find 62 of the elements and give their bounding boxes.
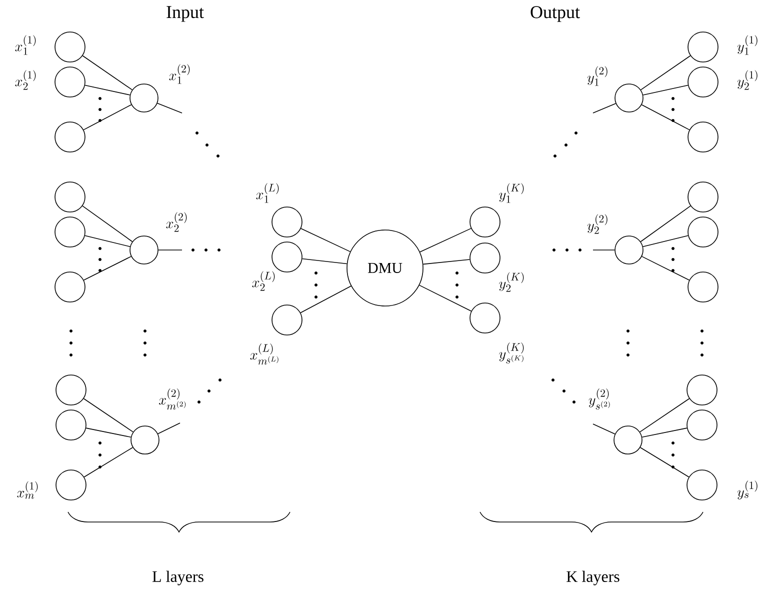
circle-node xyxy=(54,272,86,302)
connector-line xyxy=(640,447,690,478)
connector-line xyxy=(86,428,132,438)
variable-label: $x_2^{(2)}$ xyxy=(166,212,187,232)
connector-line xyxy=(592,103,616,114)
connector-line xyxy=(418,284,472,312)
variable-label: $y_2^{(K)}$ xyxy=(499,272,524,292)
variable-label: $y_2^{(1)}$ xyxy=(737,70,758,90)
circle-node xyxy=(686,374,718,406)
connector-line xyxy=(640,55,691,90)
circle-node xyxy=(56,374,86,406)
text-label: Input xyxy=(166,6,204,22)
connector-line xyxy=(422,259,470,265)
variable-label: $x_2^{(1)}$ xyxy=(15,70,36,90)
circle-node xyxy=(688,182,718,212)
circle-node xyxy=(54,122,86,152)
connector-line xyxy=(83,398,134,432)
text-label: K layers xyxy=(566,570,620,586)
connector-line xyxy=(592,424,616,434)
connector-line xyxy=(300,228,351,252)
circle-node xyxy=(54,182,86,212)
connector-line xyxy=(420,228,472,252)
variable-label: $y_{s^{(2)}}^{(2)}$ xyxy=(588,388,610,410)
variable-label: $y_1^{(1)}$ xyxy=(737,35,758,55)
variable-label: $x_1^{(1)}$ xyxy=(15,35,36,55)
connector-line xyxy=(642,84,688,96)
connector-line xyxy=(83,104,132,130)
connector-line xyxy=(640,206,691,242)
variable-label: $y_{s^{(K)}}^{(K)}$ xyxy=(499,342,524,364)
connector-line xyxy=(84,84,130,96)
connector-line xyxy=(82,206,133,242)
variable-label: $x_m^{(1)}$ xyxy=(17,481,38,499)
circle-node xyxy=(56,410,86,440)
variable-label: $y_s^{(1)}$ xyxy=(737,480,758,500)
connector-line xyxy=(642,428,688,438)
variable-label: $x_1^{(L)}$ xyxy=(256,183,279,203)
variable-label: $x_{m^{(L)}}^{(L)}$ xyxy=(250,344,278,365)
connector-line xyxy=(641,104,690,130)
text-label: Output xyxy=(530,6,580,22)
circle-node xyxy=(688,216,718,248)
variable-label: $y_1^{(K)}$ xyxy=(499,183,524,203)
circle-node xyxy=(688,122,718,152)
connector-line xyxy=(302,258,348,264)
variable-label: $x_1^{(2)}$ xyxy=(169,64,190,84)
circle-node xyxy=(686,410,718,440)
variable-label: $x_{m^{(2)}}^{(2)}$ xyxy=(158,388,186,410)
connector-line xyxy=(84,235,130,247)
connector-line xyxy=(157,102,182,114)
connector-line xyxy=(83,256,132,281)
text-label: L layers xyxy=(152,570,204,586)
variable-label: $y_2^{(2)}$ xyxy=(587,214,608,234)
connector-line xyxy=(84,447,134,478)
circle-node xyxy=(688,272,718,302)
connector-line xyxy=(640,398,690,432)
circle-node xyxy=(54,216,86,248)
connector-line xyxy=(82,55,133,90)
variable-label: $x_2^{(L)}$ xyxy=(252,271,275,291)
connector-line xyxy=(642,235,688,247)
connector-line xyxy=(300,286,352,314)
variable-label: $y_1^{(2)}$ xyxy=(587,66,608,86)
connector-line xyxy=(642,256,690,281)
connector-line xyxy=(158,422,180,434)
